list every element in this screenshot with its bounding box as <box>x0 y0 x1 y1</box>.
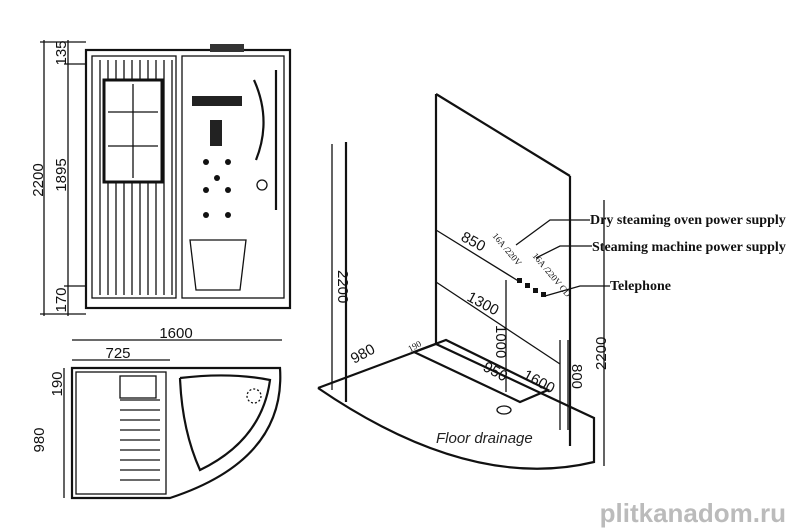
callout-steaming-machine: Steaming machine power supply <box>592 240 786 255</box>
dim-1300: 1300 <box>464 289 501 320</box>
floor-drainage-label: Floor drainage <box>436 430 533 447</box>
front-view: 2200 135 1895 170 <box>30 40 292 316</box>
dim-800: 800 <box>568 364 585 389</box>
callout-telephone: Telephone <box>610 279 671 294</box>
dim-bottom: 170 <box>53 287 70 312</box>
dim-980: 980 <box>31 427 48 452</box>
dim-top: 135 <box>53 40 70 65</box>
shelf <box>192 96 242 106</box>
watermark: plitkanadom.ru <box>600 498 786 528</box>
callout-dry-steaming-oven: Dry steaming oven power supply <box>590 213 786 228</box>
dim-width: 1600 <box>159 325 192 342</box>
dim-1000: 1000 <box>492 325 509 358</box>
dim-725: 725 <box>105 345 130 362</box>
label-16a-1: 16A /220V <box>490 231 524 268</box>
dim-190-iso: 190 <box>406 338 423 353</box>
callouts: Dry steaming oven power supply Steaming … <box>515 213 786 297</box>
dim-height-right: 2200 <box>593 337 610 370</box>
isometric-view: 2200 2200 850 1300 1000 800 980 190 950 … <box>317 93 610 470</box>
dim-850: 850 <box>458 229 488 256</box>
dim-total-height: 2200 <box>30 163 47 196</box>
dim-middle: 1895 <box>53 158 70 191</box>
dim-980-iso: 980 <box>348 341 378 368</box>
dim-height-left: 2200 <box>334 270 351 303</box>
plan-view: 1600 725 190 980 <box>31 325 282 500</box>
dim-190: 190 <box>49 371 66 396</box>
